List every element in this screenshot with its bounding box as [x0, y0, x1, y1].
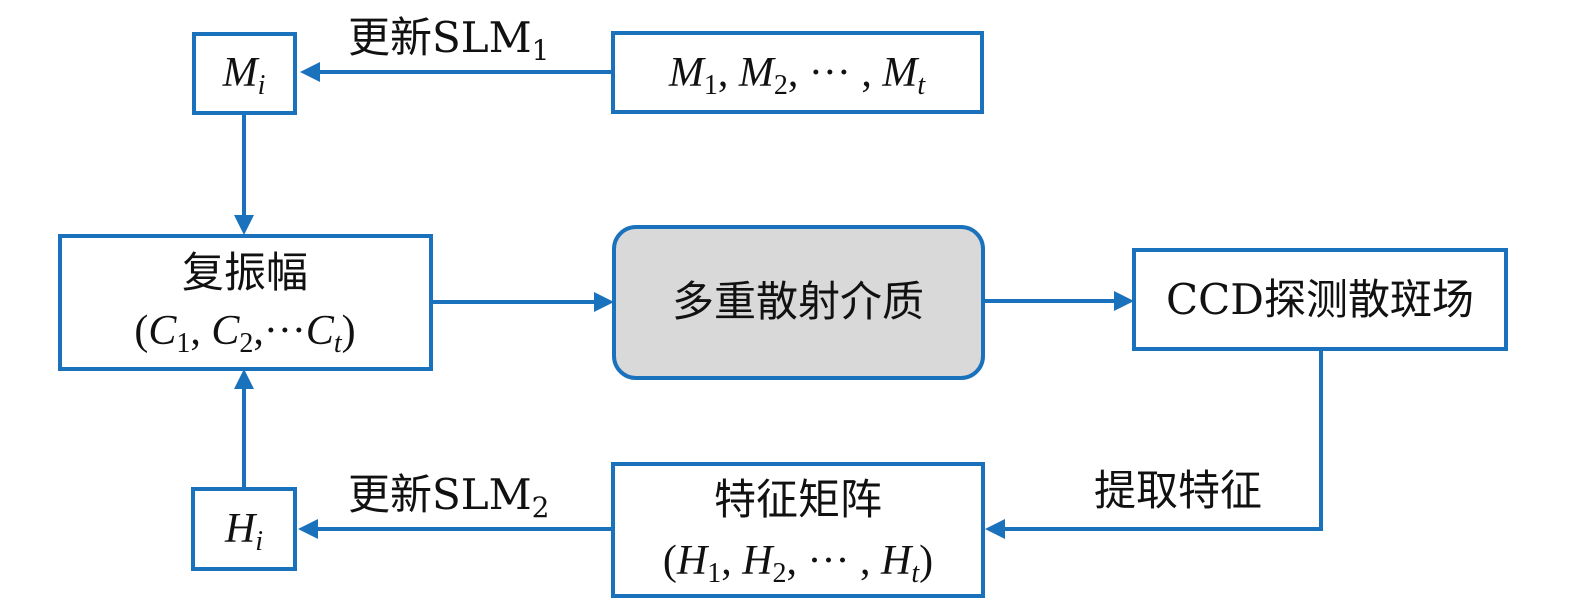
complex-s1: 1 [176, 328, 190, 359]
ccd-title: CCD探测散斑场 [1166, 275, 1474, 324]
feature-close: ) [919, 538, 933, 584]
complex-v1: C [148, 308, 177, 354]
update-slm2-text: 更新SLM [348, 470, 532, 519]
svg-text:(C1, C2,···Ct): (C1, C2,···Ct) [134, 308, 355, 359]
complex-title: 复振幅 [182, 248, 308, 297]
feature-v2: H [741, 538, 775, 584]
svg-text:Mi: Mi [222, 50, 266, 101]
feature-sep1: , [721, 538, 742, 584]
feature-title: 特征矩阵 [714, 475, 882, 524]
mlist-v2: M [738, 50, 776, 96]
svg-text:(H1, H2, ··· , Ht): (H1, H2, ··· , Ht) [663, 538, 933, 589]
edge-complex-to-medium [432, 292, 614, 312]
mlist-sep2: , ··· , [788, 50, 882, 96]
edge-label-update-slm2: 更新SLM2 [348, 470, 550, 524]
feature-v1: H [676, 538, 710, 584]
node-scattering-medium: 多重散射介质 [612, 225, 985, 380]
mlist-s1: 1 [704, 70, 718, 101]
mlist-v3: M [881, 50, 919, 96]
hi-sub: i [255, 526, 263, 557]
complex-open: ( [134, 308, 148, 354]
node-hi: Hi [191, 487, 297, 571]
feature-s2: 2 [773, 558, 787, 589]
feature-s1: 1 [707, 558, 721, 589]
complex-v2: C [211, 308, 240, 354]
complex-sep2: ,··· [253, 308, 305, 354]
feature-v3: H [880, 538, 914, 584]
complex-v3: C [306, 308, 335, 354]
edge-feature-to-hi [298, 519, 613, 539]
mlist-s2: 2 [774, 70, 788, 101]
complex-s2: 2 [239, 328, 253, 359]
node-complex-amplitude: 复振幅 (C1, C2,···Ct) [58, 234, 433, 371]
node-mi: Mi [192, 32, 297, 115]
complex-sep1: , [190, 308, 211, 354]
edge-label-update-slm1: 更新SLM1 [348, 13, 550, 67]
edge-label-extract: 提取特征 [1094, 466, 1262, 515]
hi-var: H [224, 506, 258, 552]
feature-sep2: , ··· , [787, 538, 881, 584]
node-m-list: M1, M2, ··· , Mt [611, 31, 984, 114]
update-slm1-sub: 1 [532, 34, 550, 67]
node-ccd: CCD探测散斑场 [1132, 248, 1508, 351]
svg-text:Hi: Hi [224, 506, 263, 557]
svg-text:M1, M2, ··· , Mt: M1, M2, ··· , Mt [668, 50, 926, 101]
update-slm1-text: 更新SLM [348, 13, 532, 62]
edge-hi-to-complex [234, 369, 254, 489]
complex-s3: t [334, 328, 343, 359]
mi-var: M [222, 50, 260, 96]
feature-open: ( [663, 538, 677, 584]
feature-s3: t [911, 558, 920, 589]
mlist-sep1: , [718, 50, 739, 96]
update-slm2-sub: 2 [532, 491, 550, 524]
complex-close: ) [342, 308, 356, 354]
edge-ccd-to-feature [985, 349, 1323, 539]
mlist-s3: t [917, 70, 926, 101]
edge-mi-to-complex [234, 113, 254, 235]
edge-mlist-to-mi [300, 62, 613, 82]
medium-title: 多重散射介质 [672, 277, 924, 326]
node-feature-matrix: 特征矩阵 (H1, H2, ··· , Ht) [611, 462, 985, 598]
mi-sub: i [258, 70, 266, 101]
mlist-v1: M [668, 50, 706, 96]
edge-medium-to-ccd [983, 291, 1134, 311]
